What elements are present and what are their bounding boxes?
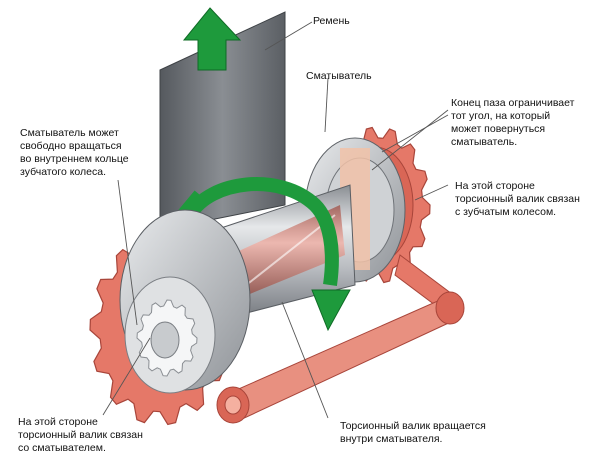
label-gear-side: На этой стороне торсионный валик связан … [455,180,580,218]
label-retractor: Сматыватель [306,70,372,82]
retractor-disc-left [119,209,251,394]
label-retractor-side: На этой стороне торсионный валик связан … [18,416,143,454]
torsion-bar [230,205,345,300]
label-belt: Ремень [313,15,350,27]
frame-bracket [216,254,465,424]
up-arrow-icon [182,7,242,71]
leader-lines [102,21,449,419]
label-torsion-bar: Торсионный валик вращается внутри сматыв… [340,420,486,445]
label-retractor-rotates: Сматыватель может свободно вращаться во … [20,127,129,178]
label-slot-end: Конец паза ограничивает тот угол, на кот… [451,97,575,148]
belt [159,11,286,231]
